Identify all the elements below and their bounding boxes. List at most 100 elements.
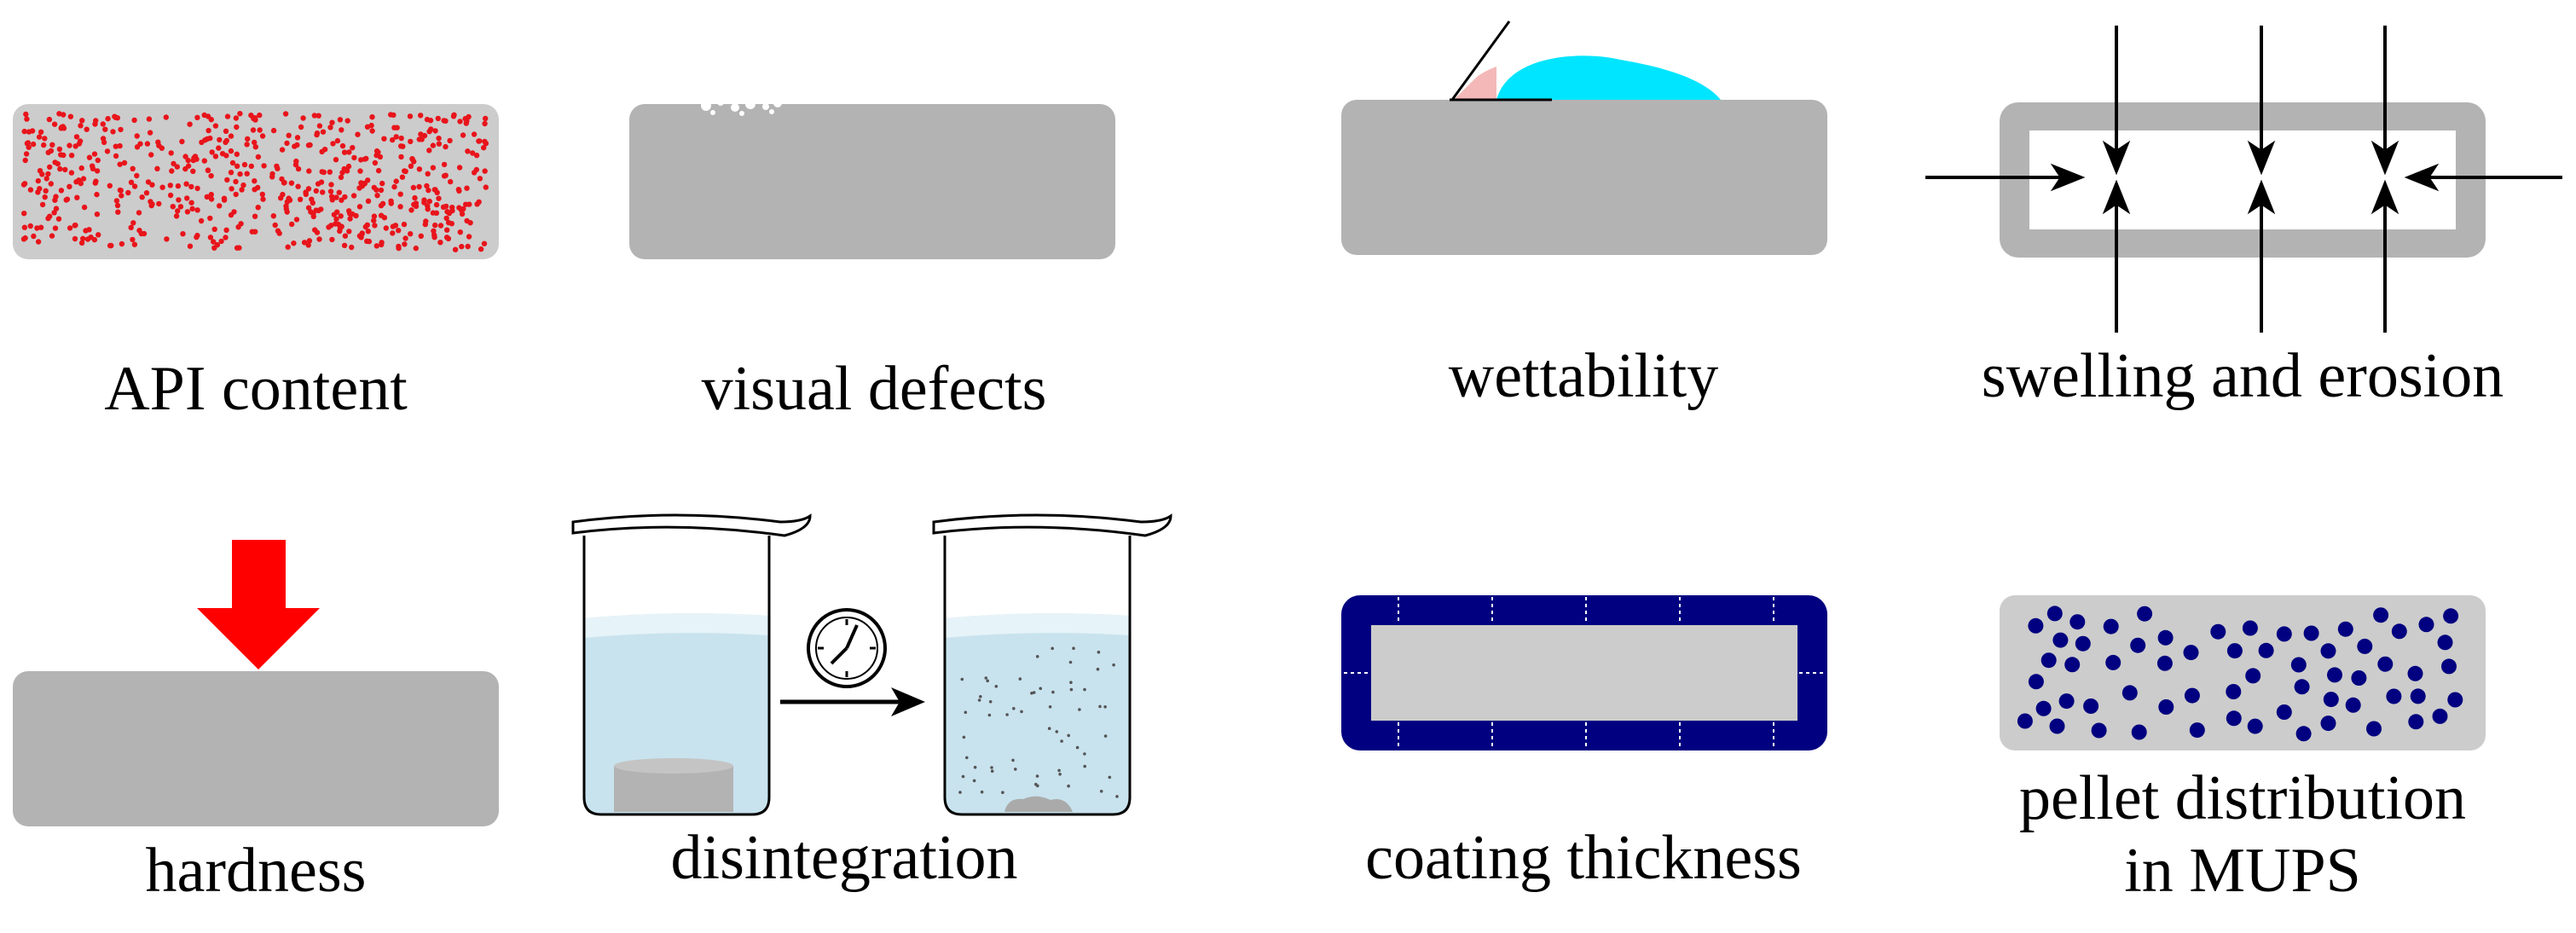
api-dot — [298, 124, 304, 130]
tablet-wettability — [1341, 100, 1827, 255]
api-dot — [388, 112, 394, 118]
api-dot — [231, 209, 237, 215]
panel-api-content: API content — [13, 104, 499, 424]
particle — [1035, 774, 1039, 778]
label-pellet-distribution-line2: in MUPS — [2124, 836, 2361, 906]
particle — [962, 735, 966, 739]
api-dot — [223, 153, 229, 159]
panel-visual-defects: visual defects — [629, 99, 1115, 424]
api-dot — [375, 167, 382, 174]
pellet — [2323, 692, 2339, 708]
api-dot — [408, 138, 414, 145]
api-dot — [433, 210, 440, 216]
api-dot — [260, 196, 266, 202]
api-dot — [191, 155, 197, 161]
api-dot — [373, 243, 379, 249]
api-dot — [119, 240, 125, 247]
api-dot — [421, 200, 427, 206]
particle — [1035, 655, 1039, 658]
api-dot — [396, 228, 402, 234]
api-dot — [336, 189, 342, 195]
pellet — [2276, 704, 2292, 720]
api-dot — [102, 126, 108, 132]
api-dot — [272, 222, 278, 229]
api-dot — [398, 135, 404, 142]
api-dot — [344, 168, 350, 174]
time-arrow — [780, 687, 925, 716]
api-dot — [270, 213, 276, 219]
api-dot — [418, 233, 424, 239]
api-dot — [208, 173, 214, 179]
api-dot — [363, 155, 369, 162]
api-dot — [209, 149, 215, 155]
api-dot — [279, 176, 285, 183]
api-dot — [397, 191, 403, 197]
api-dot — [337, 117, 344, 123]
api-dot — [211, 239, 217, 245]
api-dot — [374, 193, 380, 199]
api-dot — [93, 118, 99, 124]
api-dot — [216, 145, 222, 151]
api-dot — [379, 241, 385, 248]
api-dot — [55, 216, 62, 222]
particle — [1115, 795, 1119, 798]
api-dot — [201, 158, 207, 164]
api-dot — [392, 223, 399, 229]
api-dot — [78, 165, 84, 171]
api-dot — [49, 142, 55, 148]
api-dot — [342, 233, 349, 239]
tablet-core — [1371, 625, 1797, 721]
api-dot — [134, 144, 141, 150]
api-dot — [337, 228, 343, 235]
api-dot — [163, 114, 169, 120]
api-dot — [482, 138, 488, 145]
api-dot — [441, 118, 447, 124]
pellet — [2041, 652, 2057, 669]
api-dot — [275, 228, 281, 234]
particle — [1055, 730, 1059, 733]
api-dot — [78, 240, 85, 246]
api-dot — [48, 181, 54, 187]
api-dot — [391, 183, 397, 190]
particle — [1067, 733, 1070, 738]
particle — [958, 791, 962, 794]
api-dot — [130, 220, 136, 226]
beaker-after — [932, 513, 1172, 816]
api-dot — [481, 240, 488, 246]
api-dot — [397, 204, 403, 210]
api-dot — [342, 194, 348, 200]
pellet — [2345, 697, 2361, 713]
pellet — [2245, 668, 2261, 684]
particle — [1034, 782, 1038, 786]
api-dot — [327, 188, 334, 194]
api-dot — [73, 179, 79, 185]
api-dot — [218, 238, 224, 245]
api-dot — [458, 206, 465, 213]
api-dot — [431, 228, 437, 234]
api-dot — [95, 157, 101, 164]
api-dot — [398, 154, 404, 160]
particle — [1005, 713, 1009, 716]
api-dot — [76, 141, 83, 147]
api-dot — [291, 240, 297, 246]
api-dot — [159, 184, 165, 190]
api-dot — [446, 210, 453, 217]
api-dot — [217, 203, 223, 209]
api-dot — [289, 221, 295, 228]
api-dot — [184, 195, 190, 201]
api-dot — [217, 136, 223, 143]
api-dot — [294, 135, 301, 141]
api-dot — [211, 245, 217, 251]
api-dot — [175, 183, 182, 189]
api-dot — [56, 111, 62, 117]
api-dot — [22, 235, 28, 241]
disintegrated-particles — [958, 646, 1119, 798]
api-dot — [21, 128, 27, 135]
pellet — [2357, 638, 2373, 654]
api-dot — [261, 163, 267, 169]
api-dot — [305, 242, 311, 248]
api-dot — [320, 189, 326, 195]
api-dot — [350, 145, 356, 151]
api-dot — [139, 194, 145, 200]
api-dot — [74, 194, 80, 200]
